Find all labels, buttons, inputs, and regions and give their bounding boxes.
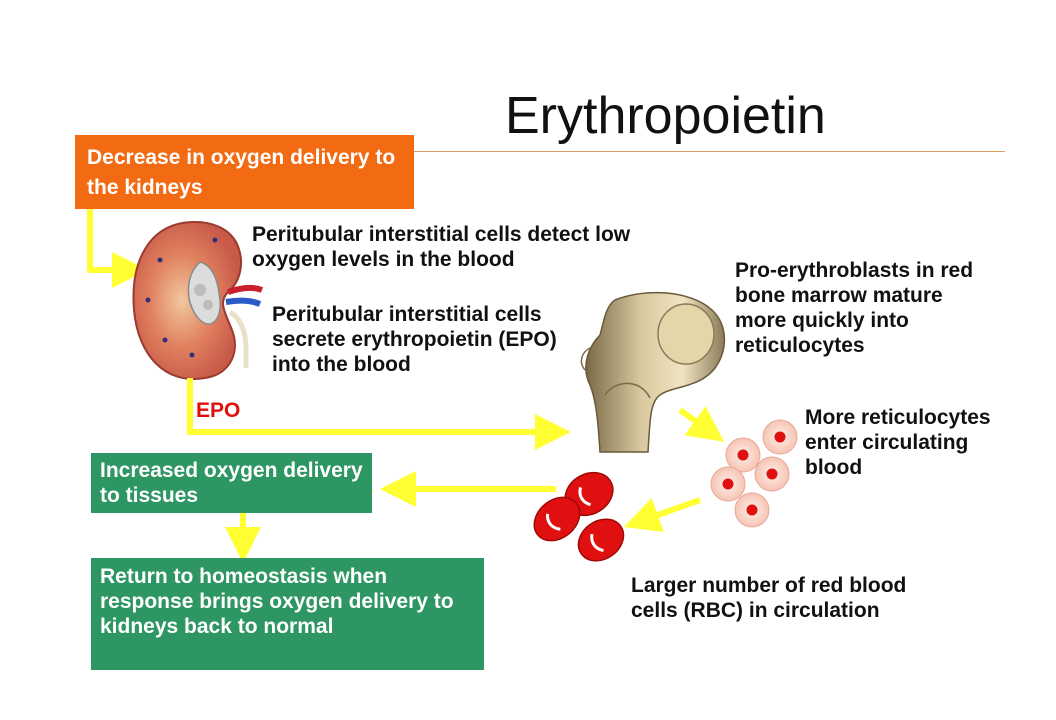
red-blood-cell-icon <box>533 471 625 562</box>
label-secrete: Peritubular interstitial cells secrete e… <box>272 303 557 376</box>
arrow-epo-to-bone <box>187 378 571 450</box>
label-larger-rbc: Larger number of red blood cells (RBC) i… <box>631 574 907 622</box>
decrease-oxygen-box: Decrease in oxygen delivery to the kidne… <box>75 135 414 209</box>
reticulocyte-icon <box>710 419 798 528</box>
kidney-icon <box>132 220 264 380</box>
arrow-bone-to-reticulocytes <box>678 406 725 442</box>
increased-oxygen-box: Increased oxygen delivery to tissues <box>91 453 372 513</box>
label-more-reticulocytes: More reticulocytes enter circulating blo… <box>805 406 991 479</box>
title-divider <box>80 151 1005 152</box>
femur-bone-icon <box>580 291 726 453</box>
label-proerythroblasts: Pro-erythroblasts in red bone marrow mat… <box>735 259 974 357</box>
label-detect: Peritubular interstitial cells detect lo… <box>252 223 631 271</box>
arrow-reticulocytes-to-rbc <box>623 497 702 532</box>
arrow-decrease-to-kidney <box>87 209 148 288</box>
page-title: Erythropoietin <box>505 87 826 145</box>
return-homeostasis-box: Return to homeostasis when response brin… <box>91 558 484 670</box>
label-epo: EPO <box>196 399 241 422</box>
